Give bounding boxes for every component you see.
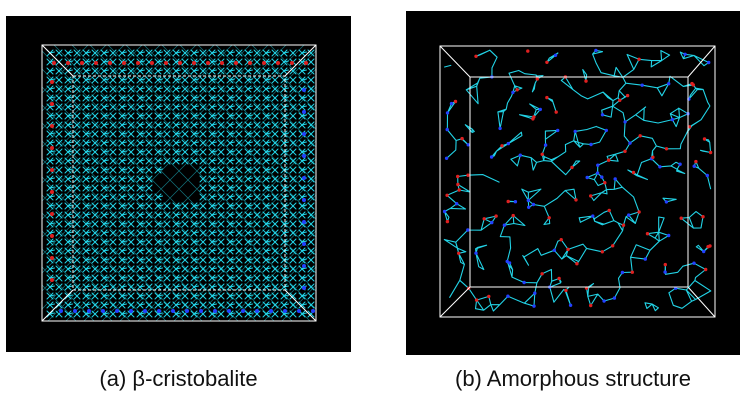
simulation-box — [41, 44, 317, 322]
lattice-atoms — [50, 61, 315, 313]
structure-image-b — [406, 11, 740, 355]
lattice-bonds — [41, 44, 317, 322]
structure-image-a — [6, 16, 351, 352]
caption-b: (b) Amorphous structure — [455, 366, 691, 391]
crystal-structure-render — [41, 44, 317, 322]
caption-a: (a) β-cristobalite — [99, 366, 258, 391]
amorphous-structure-render — [439, 45, 716, 318]
network-bonds — [443, 49, 712, 312]
simulation-box — [439, 45, 716, 318]
